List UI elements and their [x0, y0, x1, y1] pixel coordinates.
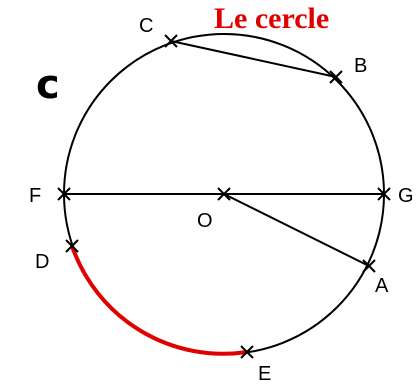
- point-o-label: O: [197, 210, 213, 232]
- point-f-label: F: [29, 185, 41, 207]
- point-o-mark: [217, 187, 231, 201]
- point-marks: [57, 34, 391, 359]
- point-d-label: D: [35, 251, 49, 273]
- arc-de: [70, 245, 248, 356]
- radius-oa: [223, 193, 370, 267]
- diagram-title: Le cercle: [214, 2, 329, 35]
- point-e-label: E: [258, 363, 271, 385]
- point-a-mark: [362, 259, 376, 273]
- point-e-mark: [240, 345, 254, 359]
- point-b-label: B: [354, 55, 367, 77]
- point-c-mark: [164, 34, 178, 48]
- point-g-label: G: [398, 185, 414, 207]
- point-g-mark: [377, 187, 391, 201]
- point-c-label: C: [139, 15, 153, 37]
- point-a-label: A: [375, 275, 389, 297]
- point-d-mark: [65, 239, 79, 253]
- point-f-mark: [57, 187, 71, 201]
- point-b-mark: [329, 70, 343, 84]
- circle-name: c: [36, 62, 60, 108]
- chord-cb: [170, 40, 337, 78]
